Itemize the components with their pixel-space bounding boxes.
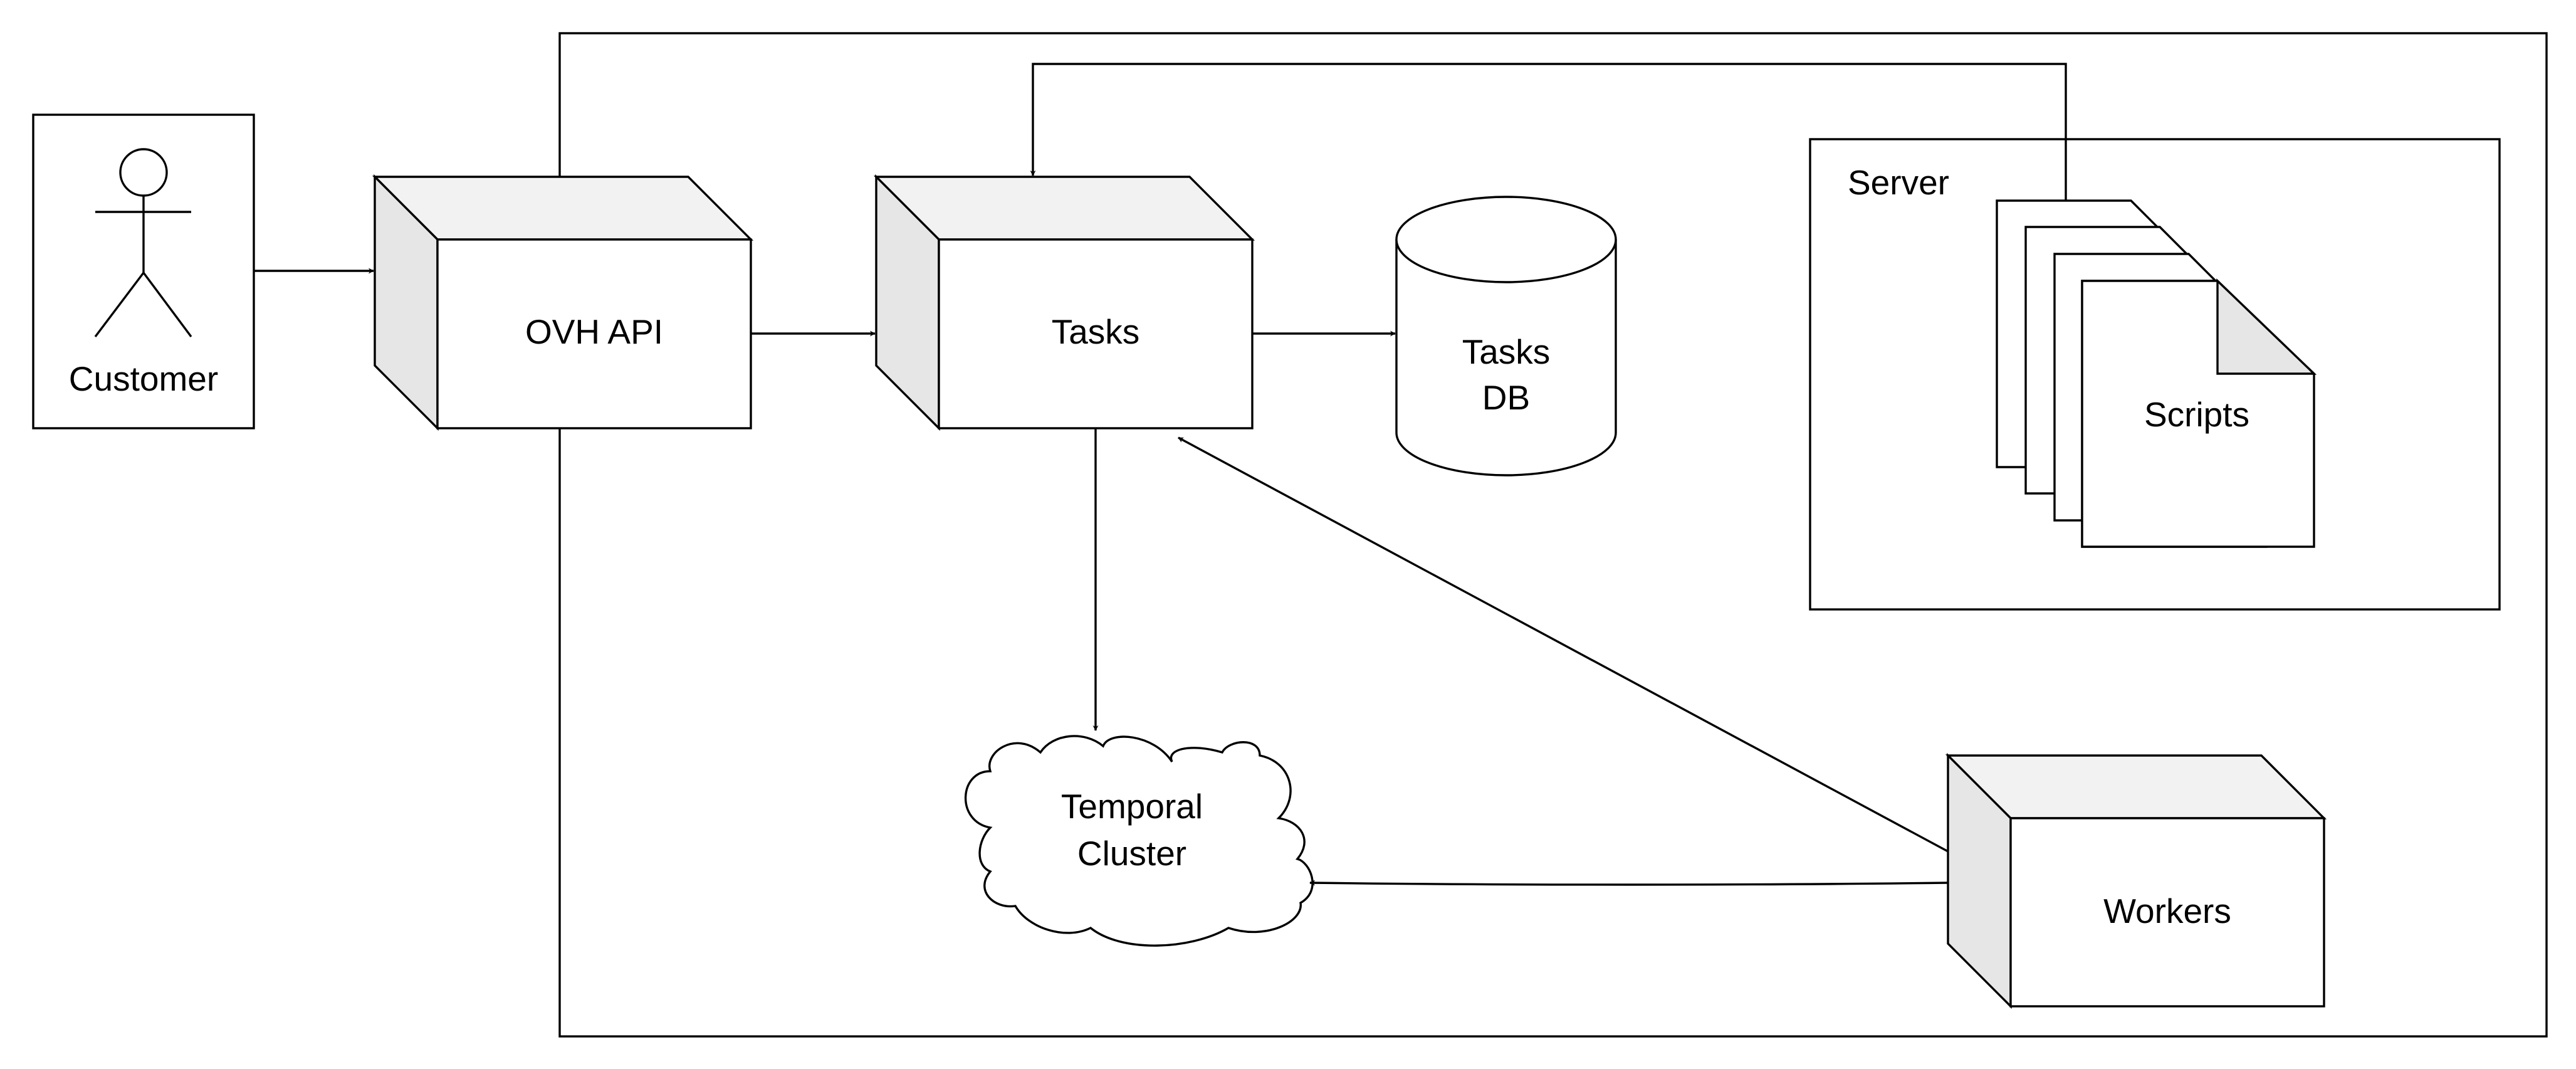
server-label: Server [1848, 163, 1949, 202]
ovh-api-label: OVH API [525, 312, 663, 351]
workers-label: Workers [2103, 892, 2231, 930]
temporal-cluster-label-line1: Temporal [1061, 787, 1203, 826]
tasks-db-label-line1: Tasks [1462, 332, 1551, 371]
edge-workers-to-tasks [1178, 436, 1949, 853]
tasks-db-label-line2: DB [1482, 378, 1530, 417]
customer-actor: Customer [32, 113, 255, 429]
tasks-db-cylinder: Tasks DB [1395, 196, 1617, 477]
customer-label: Customer [69, 359, 218, 398]
edge-workers-to-temporal-cluster [1309, 880, 1949, 886]
edge-scripts-to-tasks [1030, 63, 2067, 201]
workers-cube: Workers [1945, 752, 2327, 1009]
temporal-cluster-cloud: Temporal Cluster [964, 735, 1314, 947]
scripts-front-page: Scripts [2081, 278, 2317, 548]
system-boundary [558, 32, 2548, 1038]
tasks-label: Tasks [1052, 312, 1140, 351]
temporal-cluster-label-line2: Cluster [1077, 834, 1186, 873]
scripts-label: Scripts [2144, 395, 2249, 434]
tasks-cube: Tasks [873, 174, 1255, 431]
ovh-api-cube: OVH API [372, 174, 754, 431]
